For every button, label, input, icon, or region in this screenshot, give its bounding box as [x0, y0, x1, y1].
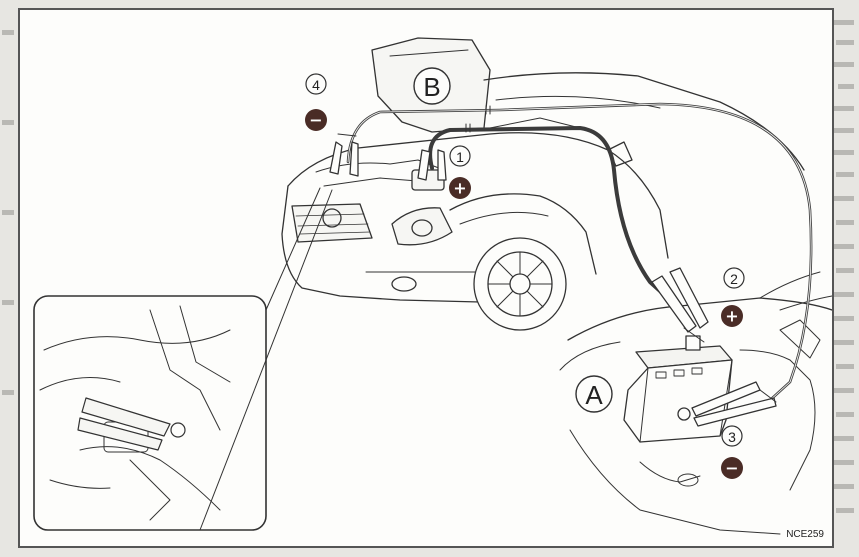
svg-text:B: B: [423, 72, 440, 102]
svg-text:2: 2: [730, 271, 738, 287]
figure-code: NCE259: [786, 529, 824, 540]
minus-badge-3: −: [721, 457, 743, 479]
step-1-label: 1: [449, 145, 471, 167]
vehicle-b-car: [281, 37, 805, 331]
diagram-artwork: B A 4 1 2 3: [33, 37, 832, 535]
svg-text:A: A: [585, 380, 603, 410]
plus-badge-2: +: [721, 305, 743, 327]
clamp-2-positive: [651, 267, 709, 343]
svg-text:−: −: [309, 111, 322, 130]
vehicle-a-label: A: [575, 375, 613, 413]
svg-text:−: −: [725, 459, 738, 478]
step-4-label: 4: [305, 73, 327, 95]
svg-text:3: 3: [728, 429, 736, 445]
minus-badge-4: −: [305, 109, 327, 131]
svg-text:+: +: [453, 179, 466, 198]
clamp-3-negative: [691, 381, 777, 427]
step-2-label: 2: [723, 267, 745, 289]
vehicle-b-label: B: [413, 67, 451, 105]
svg-text:4: 4: [312, 77, 320, 93]
jump-start-diagram: B A 4 1 2 3: [18, 8, 834, 548]
clamp-4-negative: [329, 133, 359, 177]
ground-detail-inset: [33, 187, 333, 531]
svg-text:+: +: [725, 307, 738, 326]
negative-jumper-cable: [346, 102, 813, 404]
clamp-1-positive: [417, 149, 447, 181]
positive-jumper-cable: [428, 126, 672, 302]
svg-text:1: 1: [456, 149, 464, 165]
plus-badge-1: +: [449, 177, 471, 199]
step-3-label: 3: [721, 425, 743, 447]
